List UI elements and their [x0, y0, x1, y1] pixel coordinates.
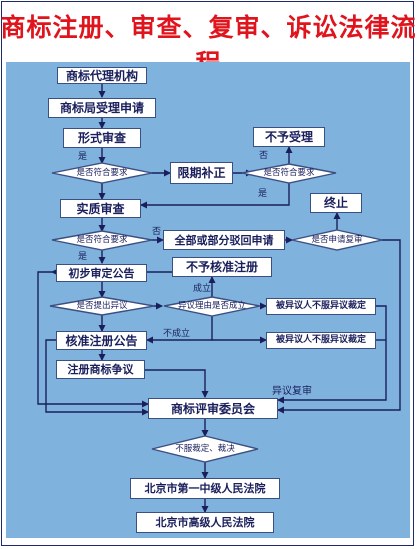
label-no-2: 否	[152, 227, 162, 237]
decision-diamond-5	[49, 296, 155, 316]
decision-diamond-7	[151, 435, 259, 463]
decision-diamond-4	[291, 229, 383, 251]
decision-diamond-1	[51, 162, 153, 184]
decision-text-not-satisfied-ruling: 不服裁定、裁决	[175, 443, 235, 454]
decision-text-apply-review: 是否申请复审	[311, 234, 363, 245]
box-preliminary-announce: 初步审定公告	[56, 264, 147, 282]
box-formal-exam: 形式审查	[63, 128, 141, 148]
label-objection-review: 异议复审	[272, 386, 312, 397]
decision-text-meets-req-2: 是否符合要求	[263, 167, 315, 178]
box-substantive-exam: 实质审查	[60, 199, 141, 218]
box-not-accepted: 不予受理	[253, 127, 325, 147]
box-full-partial-reject: 全部或部分驳回申请	[163, 230, 285, 250]
decision-diamond-6	[163, 296, 261, 317]
decision-diamond-2	[241, 163, 337, 184]
arrow-decision2-to-substantive	[140, 183, 290, 209]
box-deadline-fix: 限期补正	[170, 162, 233, 184]
decision-text-raise-objection: 是否提出异议	[76, 300, 128, 311]
arrow-dispute-to-board	[145, 369, 209, 398]
label-valid: 成立	[193, 284, 212, 294]
arrow-objected1-to-board	[277, 305, 387, 404]
box-approval-announce: 核准注册公告	[56, 331, 147, 350]
box-beijing-high-court: 北京市高级人民法院	[136, 512, 274, 533]
box-dispute: 注册商标争议	[56, 360, 145, 379]
box-not-approved: 不予核准注册	[172, 257, 272, 277]
label-yes-3: 是	[78, 252, 88, 262]
label-not-valid: 不成立	[163, 329, 191, 339]
arrow-left-loop-2	[45, 339, 149, 416]
label-no-1: 否	[259, 151, 269, 161]
decision-text-objection-valid: 异议理由是否成立	[177, 300, 246, 311]
label-yes-1: 是	[78, 152, 88, 162]
box-agency: 商标代理机构	[57, 67, 147, 84]
box-beijing-first-court: 北京市第一中级人民法院	[130, 478, 280, 499]
decision-text-meets-req-1: 是否符合要求	[76, 167, 128, 178]
box-objected-not-satisfied-1: 被异议人不服异议裁定	[266, 298, 376, 315]
arrow-review-to-board	[277, 239, 401, 414]
box-terminate: 终止	[310, 193, 362, 213]
arrow-left-loop-1	[37, 271, 149, 408]
decision-text-meets-req-3: 是否符合要求	[76, 234, 128, 245]
label-yes-2: 是	[258, 189, 268, 199]
decision-diamond-3	[51, 230, 153, 251]
box-objected-not-satisfied-2: 被异议人不服异议裁定	[266, 332, 376, 349]
box-tram-board: 商标评审委员会	[148, 398, 278, 419]
box-office-accept: 商标局受理申请	[48, 98, 156, 118]
